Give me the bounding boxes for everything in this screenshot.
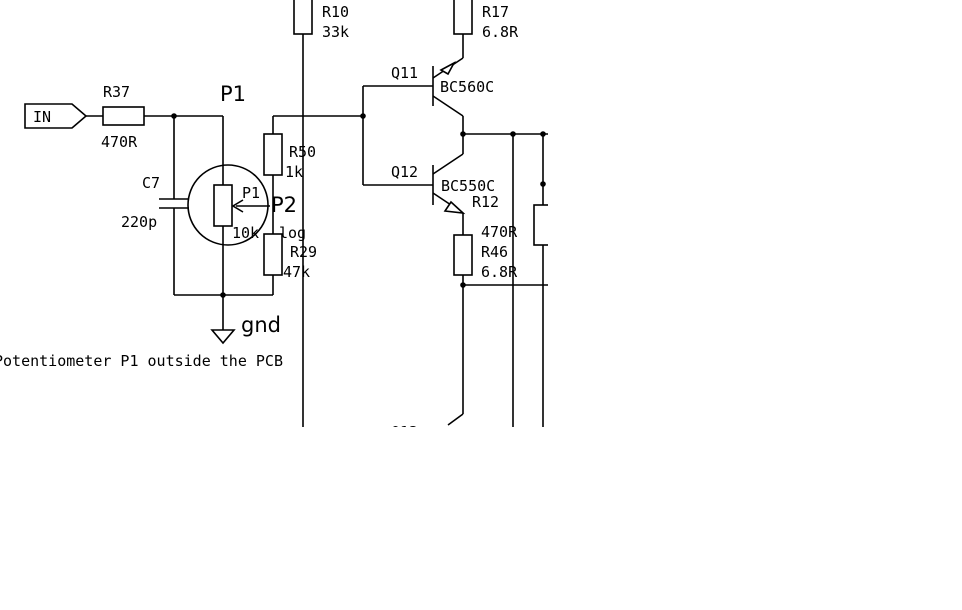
c7-ref: C7: [142, 174, 160, 192]
ground-symbol: gnd: [210, 295, 281, 345]
potentiometer-p1: P1 P1 10k P2 log: [187, 82, 306, 295]
c7-value: 220p: [121, 213, 157, 231]
blank-area-bottom: [0, 427, 962, 610]
resistor-r12: R12 470R: [472, 193, 518, 241]
p1-ref-small: P1: [242, 184, 260, 202]
p2-ref: P2: [271, 193, 297, 217]
q12-part: BC550C: [441, 177, 495, 195]
r46-ref: R46: [481, 243, 508, 261]
junction-dot: [460, 131, 466, 137]
transistor-q11: Q11 BC560C: [391, 57, 494, 117]
resistor-r46: R46 6.8R: [453, 234, 518, 281]
resistor-r37: R37 470R: [101, 83, 145, 151]
r17-value: 6.8R: [482, 23, 519, 41]
q12-ref: Q12: [391, 163, 418, 181]
q11-ref: Q11: [391, 64, 418, 82]
input-port: IN: [24, 103, 88, 129]
junction-dot: [540, 181, 546, 187]
r37-ref: R37: [103, 83, 130, 101]
note-text: Potentiometer P1 outside the PCB: [0, 352, 283, 370]
r37-value: 470R: [101, 133, 138, 151]
transistor-q12: Q12 BC550C: [391, 153, 495, 215]
p1-ref-big: P1: [220, 82, 246, 106]
ground-label: gnd: [241, 313, 281, 337]
r29-value: 47k: [283, 263, 310, 281]
r10-value: 33k: [322, 23, 349, 41]
r12-value: 470R: [481, 223, 518, 241]
r50-value: 1k: [285, 163, 303, 181]
r46-value: 6.8R: [481, 263, 518, 281]
input-port-label: IN: [33, 108, 51, 126]
resistor-r50: R50 1k: [263, 133, 316, 181]
capacitor-c7: C7 220p: [121, 116, 189, 295]
q11-part: BC560C: [440, 78, 494, 96]
p1-value: 10k: [232, 224, 259, 242]
p1-taper: log: [279, 224, 306, 242]
r17-ref: R17: [482, 3, 509, 21]
r12-ref: R12: [472, 193, 499, 211]
r10-ref: R10: [322, 3, 349, 21]
resistor-r17: R17 6.8R: [453, 0, 519, 41]
